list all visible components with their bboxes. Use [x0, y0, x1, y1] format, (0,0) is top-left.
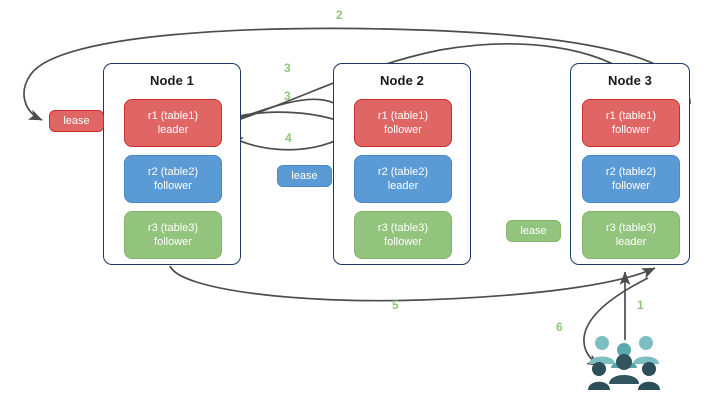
- replica-name: r1 (table1): [377, 110, 429, 122]
- node-container-node1[interactable]: Node 1 r1 (table1) leader r2 (table2) fo…: [103, 63, 241, 265]
- replica-role: follower: [384, 124, 422, 136]
- edge-label-3a: 3: [284, 61, 291, 75]
- lease-chip-r2[interactable]: lease: [277, 165, 332, 187]
- replica-name: r1 (table1): [605, 110, 657, 122]
- replica-name: r2 (table2): [377, 166, 429, 178]
- replica-name: r3 (table3): [377, 222, 429, 234]
- replica-role: leader: [615, 236, 647, 248]
- replica-node3-r1[interactable]: r1 (table1) follower: [582, 99, 680, 147]
- node-container-node3[interactable]: Node 3 r1 (table1) follower r2 (table2) …: [570, 63, 690, 265]
- edge-label-4: 4: [285, 131, 292, 145]
- edge-label-6: 6: [556, 320, 563, 334]
- replica-node1-r2[interactable]: r2 (table2) follower: [124, 155, 222, 203]
- node-title-node1: Node 1: [150, 73, 194, 88]
- replica-role: follower: [612, 124, 650, 136]
- replica-name: r1 (table1): [147, 110, 199, 122]
- replica-name: r3 (table3): [147, 222, 199, 234]
- edge-label-2: 2: [336, 8, 343, 22]
- replica-node2-r1[interactable]: r1 (table1) follower: [354, 99, 452, 147]
- edge-label-1: 1: [637, 298, 644, 312]
- replica-name: r2 (table2): [147, 166, 199, 178]
- replica-role: follower: [154, 180, 192, 192]
- replica-node1-r1[interactable]: r1 (table1) leader: [124, 99, 222, 147]
- edge-label-5: 5: [392, 298, 399, 312]
- edge-4-out-path: [223, 111, 349, 125]
- replica-role: leader: [387, 180, 419, 192]
- replica-node3-r3[interactable]: r3 (table3) leader: [582, 211, 680, 259]
- replica-role: leader: [157, 124, 189, 136]
- lease-chip-r1[interactable]: lease: [49, 110, 104, 132]
- replica-node2-r2[interactable]: r2 (table2) leader: [354, 155, 452, 203]
- lease-chip-r3[interactable]: lease: [506, 220, 561, 242]
- node-title-node3: Node 3: [608, 73, 652, 88]
- replica-name: r2 (table2): [605, 166, 657, 178]
- replica-node2-r3[interactable]: r3 (table3) follower: [354, 211, 452, 259]
- replica-role: follower: [384, 236, 422, 248]
- replica-name: r3 (table3): [605, 222, 657, 234]
- replica-role: follower: [612, 180, 650, 192]
- replica-node3-r2[interactable]: r2 (table2) follower: [582, 155, 680, 203]
- replica-role: follower: [154, 236, 192, 248]
- edge-label-3b: 3: [284, 89, 291, 103]
- replica-node1-r3[interactable]: r3 (table3) follower: [124, 211, 222, 259]
- node-title-node2: Node 2: [380, 73, 424, 88]
- users-icon: [588, 336, 660, 390]
- edge-5-path: [169, 265, 656, 302]
- node-container-node2[interactable]: Node 2 r1 (table1) follower r2 (table2) …: [333, 63, 471, 265]
